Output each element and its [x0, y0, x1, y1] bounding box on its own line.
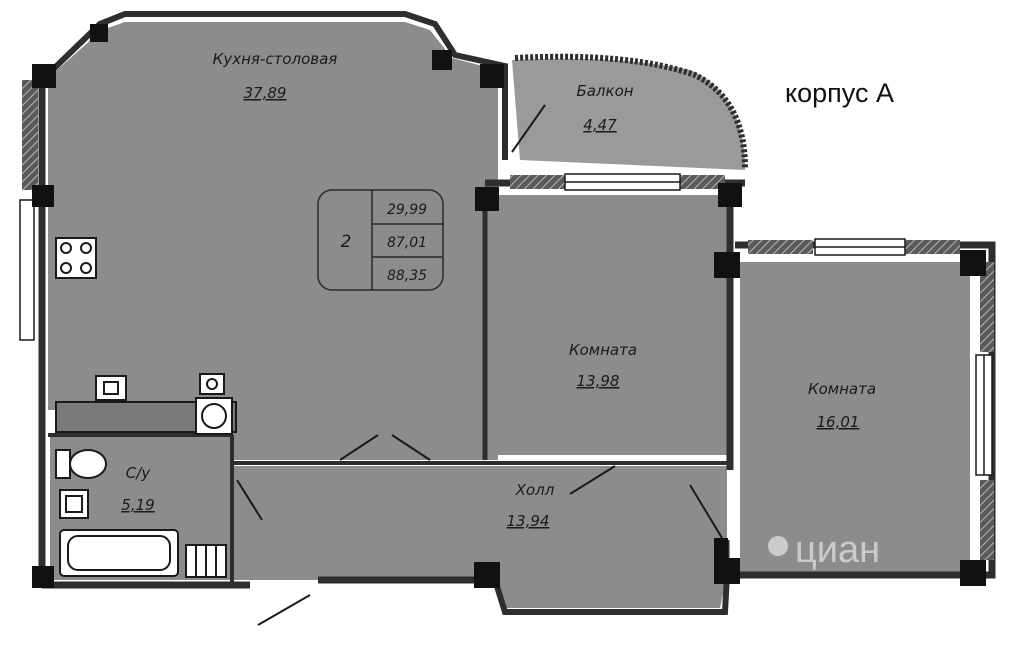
kitchen-floor	[48, 22, 498, 460]
kitchen-door-right	[391, 434, 431, 461]
room2-door	[689, 484, 723, 539]
fixtures	[55, 237, 233, 578]
left-hatch-top	[22, 80, 38, 190]
doors	[236, 104, 723, 626]
kitchen-door-left	[339, 434, 379, 461]
block-label: корпус А	[785, 78, 894, 108]
bottom-mid-wall	[492, 574, 730, 615]
windows	[19, 173, 993, 476]
bathroom-name: С/у	[126, 464, 152, 482]
room2-area: 16,01	[817, 413, 860, 431]
watermark-id: ID 110914422	[770, 577, 845, 591]
room2-top-hatch-left	[748, 240, 813, 254]
room2-name: Комната	[808, 380, 876, 398]
total-area: 87,01	[387, 235, 427, 251]
room1-name: Комната	[569, 341, 637, 359]
bathroom-area: 5,19	[121, 496, 154, 514]
cian-logo-icon	[768, 536, 788, 556]
room1-floor	[487, 195, 727, 455]
balcony-name: Балкон	[576, 82, 633, 100]
bathroom-sink-icon	[59, 489, 89, 519]
balcony-rail	[514, 53, 748, 169]
kitchen-area: 37,89	[244, 84, 287, 102]
hall-area: 13,94	[507, 512, 550, 530]
kitchen-sink-icon	[95, 375, 127, 401]
left-window	[19, 199, 35, 341]
balcony-area: 4,47	[583, 116, 617, 134]
summary-box	[317, 189, 444, 291]
room2-top-hatch-right	[905, 240, 960, 254]
room1-top-hatch-right	[680, 175, 725, 189]
outlet-icon	[199, 373, 225, 395]
room1-door	[569, 465, 616, 495]
room1-area: 13,98	[577, 372, 620, 390]
balcony-door	[511, 104, 546, 153]
room1-top-hatch-left	[510, 175, 565, 189]
bathtub-icon	[59, 529, 179, 577]
living-area: 29,99	[387, 202, 427, 218]
columns	[32, 24, 986, 588]
rooms-count: 2	[341, 232, 352, 252]
room2-right-hatch-top	[980, 262, 994, 352]
room2-right-hatch-bottom	[980, 480, 994, 560]
total-area-with-balcony: 88,35	[387, 268, 427, 284]
hall-name: Холл	[515, 481, 555, 499]
summary-frame	[317, 189, 444, 291]
watermark-brand: циан	[795, 529, 880, 571]
hatched-walls	[22, 80, 994, 560]
balcony-floor	[512, 58, 745, 170]
hall-floor	[232, 466, 727, 608]
room2-floor	[740, 262, 970, 575]
toilet-icon	[69, 449, 107, 479]
watermark: циан ID 110914422	[768, 529, 880, 591]
entrance-door	[257, 594, 311, 626]
bathroom-door	[236, 479, 263, 521]
kitchen-name: Кухня-столовая	[213, 50, 338, 68]
